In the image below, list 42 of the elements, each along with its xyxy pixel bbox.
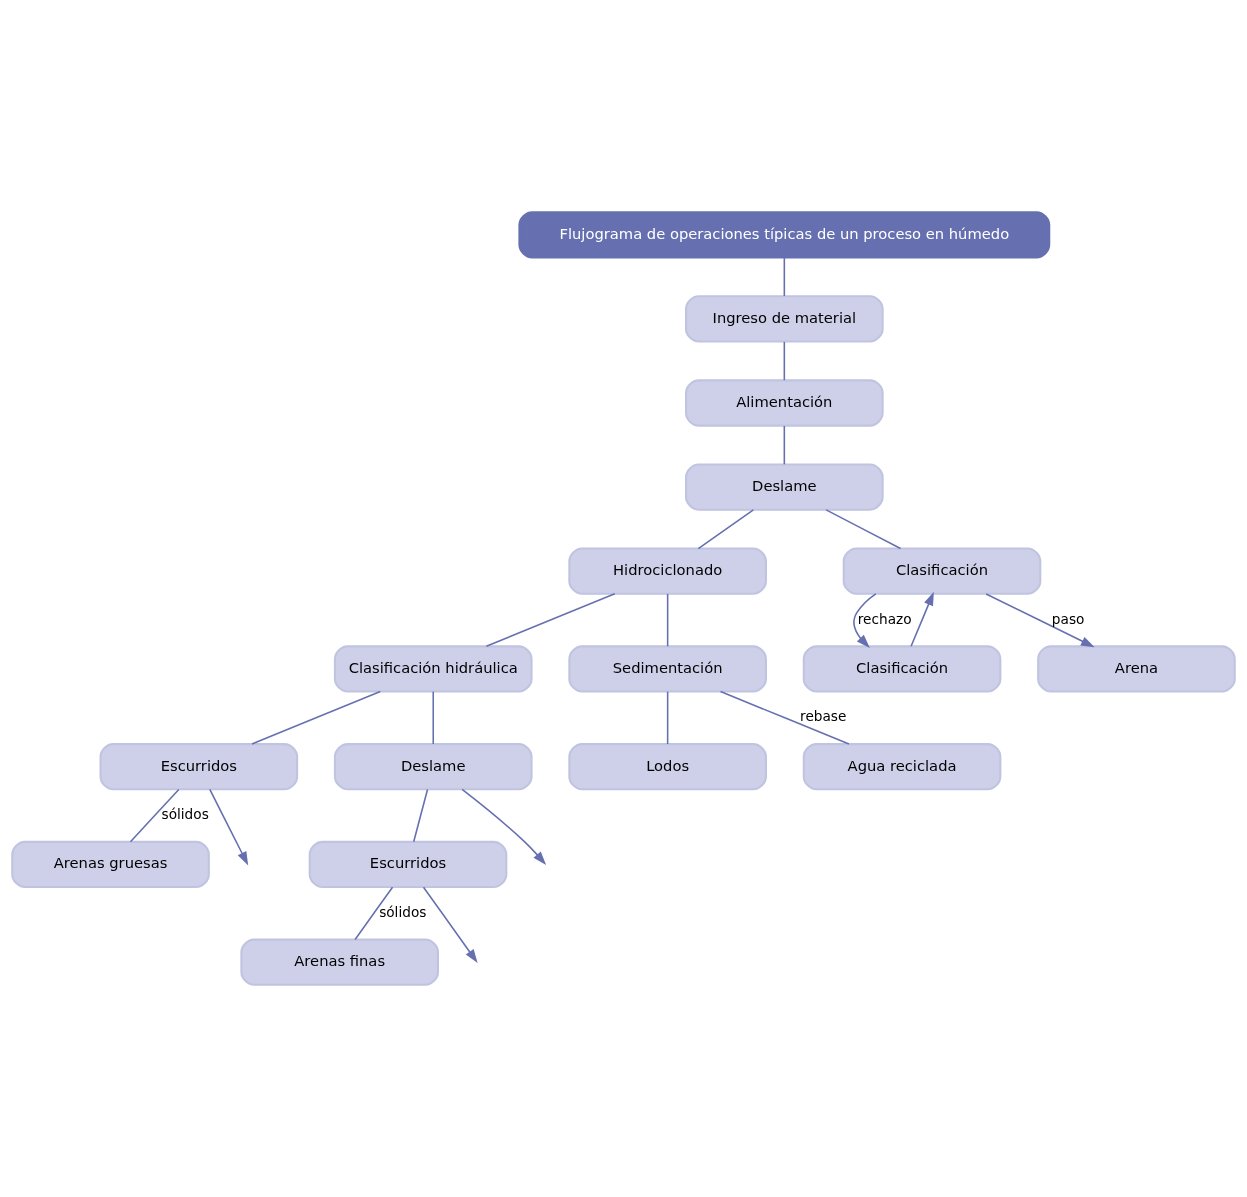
connector <box>485 593 616 647</box>
connector <box>251 690 382 745</box>
node-box: Clasificación <box>842 547 1042 595</box>
node-box: Agua reciclada <box>802 743 1002 791</box>
connector <box>783 257 786 297</box>
connector <box>432 690 435 745</box>
node-box: Clasificación <box>802 645 1002 693</box>
edge-label: rechazo <box>857 610 912 627</box>
connector <box>666 593 669 648</box>
node-box: Sedimentación <box>568 645 767 693</box>
connector <box>697 509 755 550</box>
node-box: Arenas finas <box>240 938 440 986</box>
node-box: Arena <box>1037 645 1236 693</box>
node-box: Flujograma de operaciones típicas de un proceso en húmedo <box>518 211 1051 259</box>
node-box: Lodos <box>568 743 767 791</box>
arrow <box>853 593 877 648</box>
connector <box>412 788 429 843</box>
arrow <box>461 788 547 866</box>
node-box: Clasificación hidráulica <box>333 645 533 693</box>
arrow <box>985 593 1095 648</box>
edge-label: rebase <box>800 708 847 725</box>
node-box: Deslame <box>333 743 533 791</box>
node-box: Escurridos <box>99 743 299 791</box>
connector <box>129 788 180 843</box>
connector <box>666 690 669 745</box>
connector <box>719 690 850 745</box>
connector <box>783 425 786 466</box>
node-box: Escurridos <box>308 840 508 889</box>
edge-label: sólidos <box>161 806 209 823</box>
connector <box>354 886 394 941</box>
connector <box>783 341 786 381</box>
node-box: Deslame <box>685 463 884 511</box>
arrow <box>910 591 934 648</box>
node-box: Arenas gruesas <box>11 840 210 889</box>
arrow <box>422 886 478 963</box>
edge-label: paso <box>1051 610 1085 627</box>
node-box: Hidrociclonado <box>568 547 767 595</box>
edge-label: sólidos <box>379 903 427 920</box>
connector <box>825 509 902 550</box>
node-box: Alimentación <box>685 379 884 427</box>
arrow <box>209 788 249 866</box>
node-box: Ingreso de material <box>685 295 884 343</box>
